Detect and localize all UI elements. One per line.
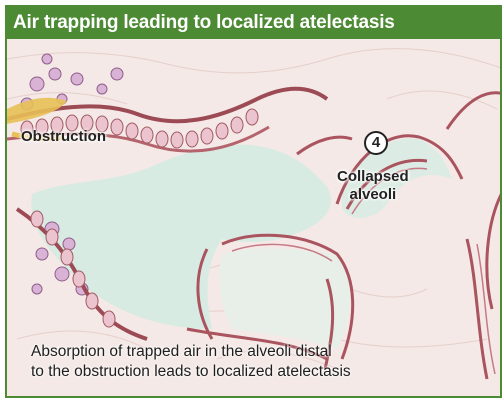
caption-line2: to the obstruction leads to localized at… (31, 362, 491, 382)
collapsed-alveoli-label: Collapsed alveoli (337, 168, 409, 204)
step-number-badge: 4 (364, 131, 388, 155)
figure-caption: Absorption of trapped air in the alveoli… (31, 342, 491, 382)
caption-line1: Absorption of trapped air in the alveoli… (31, 342, 491, 362)
figure-title: Air trapping leading to localized atelec… (7, 7, 500, 39)
collapsed-label-line1: Collapsed (337, 168, 409, 186)
obstruction-label: Obstruction (21, 128, 106, 146)
figure-frame: Air trapping leading to localized atelec… (5, 5, 502, 398)
collapsed-label-line2: alveoli (337, 186, 409, 204)
